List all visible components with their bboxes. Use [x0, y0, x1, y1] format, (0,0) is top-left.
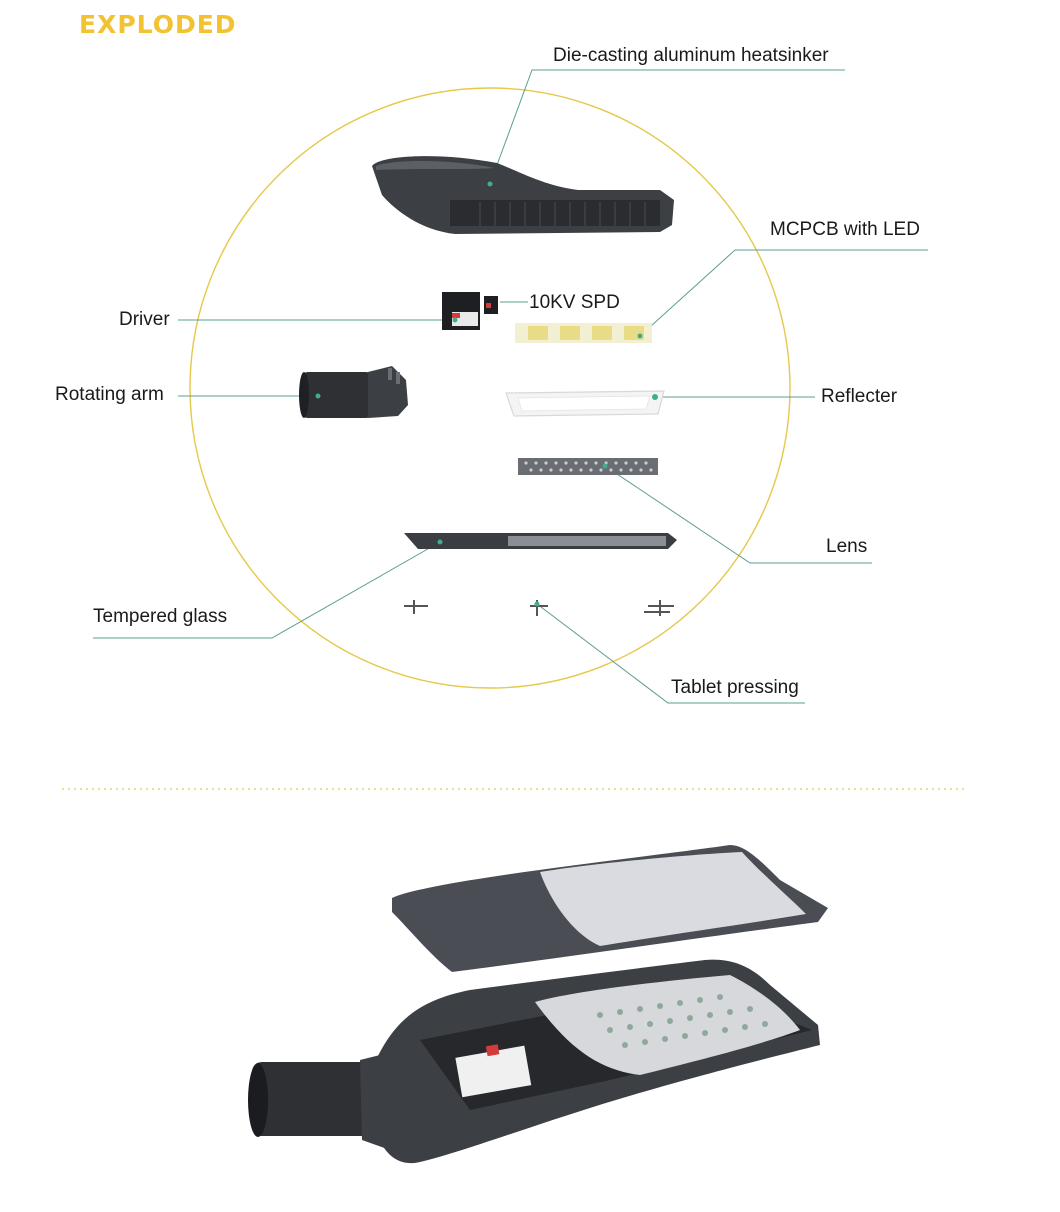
dot-tablet-pressing	[534, 601, 540, 607]
label-reflecter: Reflecter	[821, 386, 898, 407]
dot-rotating-arm	[315, 393, 321, 399]
tablet-pressing-part	[404, 600, 674, 616]
page-title: EXPLODED	[79, 10, 237, 39]
lens-part	[518, 458, 658, 475]
label-heatsinker: Die-casting aluminum heatsinker	[553, 45, 829, 66]
label-driver: Driver	[119, 309, 170, 330]
dot-heatsinker	[487, 181, 493, 187]
label-mcpcb: MCPCB with LED	[770, 219, 920, 240]
tempered-glass-part	[404, 533, 677, 549]
label-lens: Lens	[826, 536, 868, 557]
label-tablet-pressing: Tablet pressing	[671, 677, 799, 698]
dot-tempered-glass	[437, 539, 443, 545]
driver-part	[442, 292, 498, 330]
rotating-arm-part	[299, 366, 408, 418]
assembled-fixture-image	[248, 845, 828, 1164]
label-rotating-arm: Rotating arm	[55, 384, 164, 405]
leader-lens	[604, 465, 872, 564]
dot-driver	[452, 317, 458, 323]
diagram-circle	[189, 87, 791, 689]
mcpcb-part	[515, 323, 652, 343]
leader-tempered-glass	[93, 541, 441, 639]
leader-heatsinker	[489, 69, 845, 185]
leader-mcpcb	[639, 249, 928, 337]
dot-mcpcb	[637, 333, 643, 339]
label-spd: 10KV SPD	[529, 292, 620, 313]
reflecter-part	[505, 390, 665, 417]
label-tempered-glass: Tempered glass	[93, 606, 228, 627]
dot-lens	[602, 463, 608, 469]
dot-reflecter	[652, 394, 658, 400]
heatsinker-part	[372, 156, 674, 234]
leader-tablet-pressing	[536, 603, 805, 704]
